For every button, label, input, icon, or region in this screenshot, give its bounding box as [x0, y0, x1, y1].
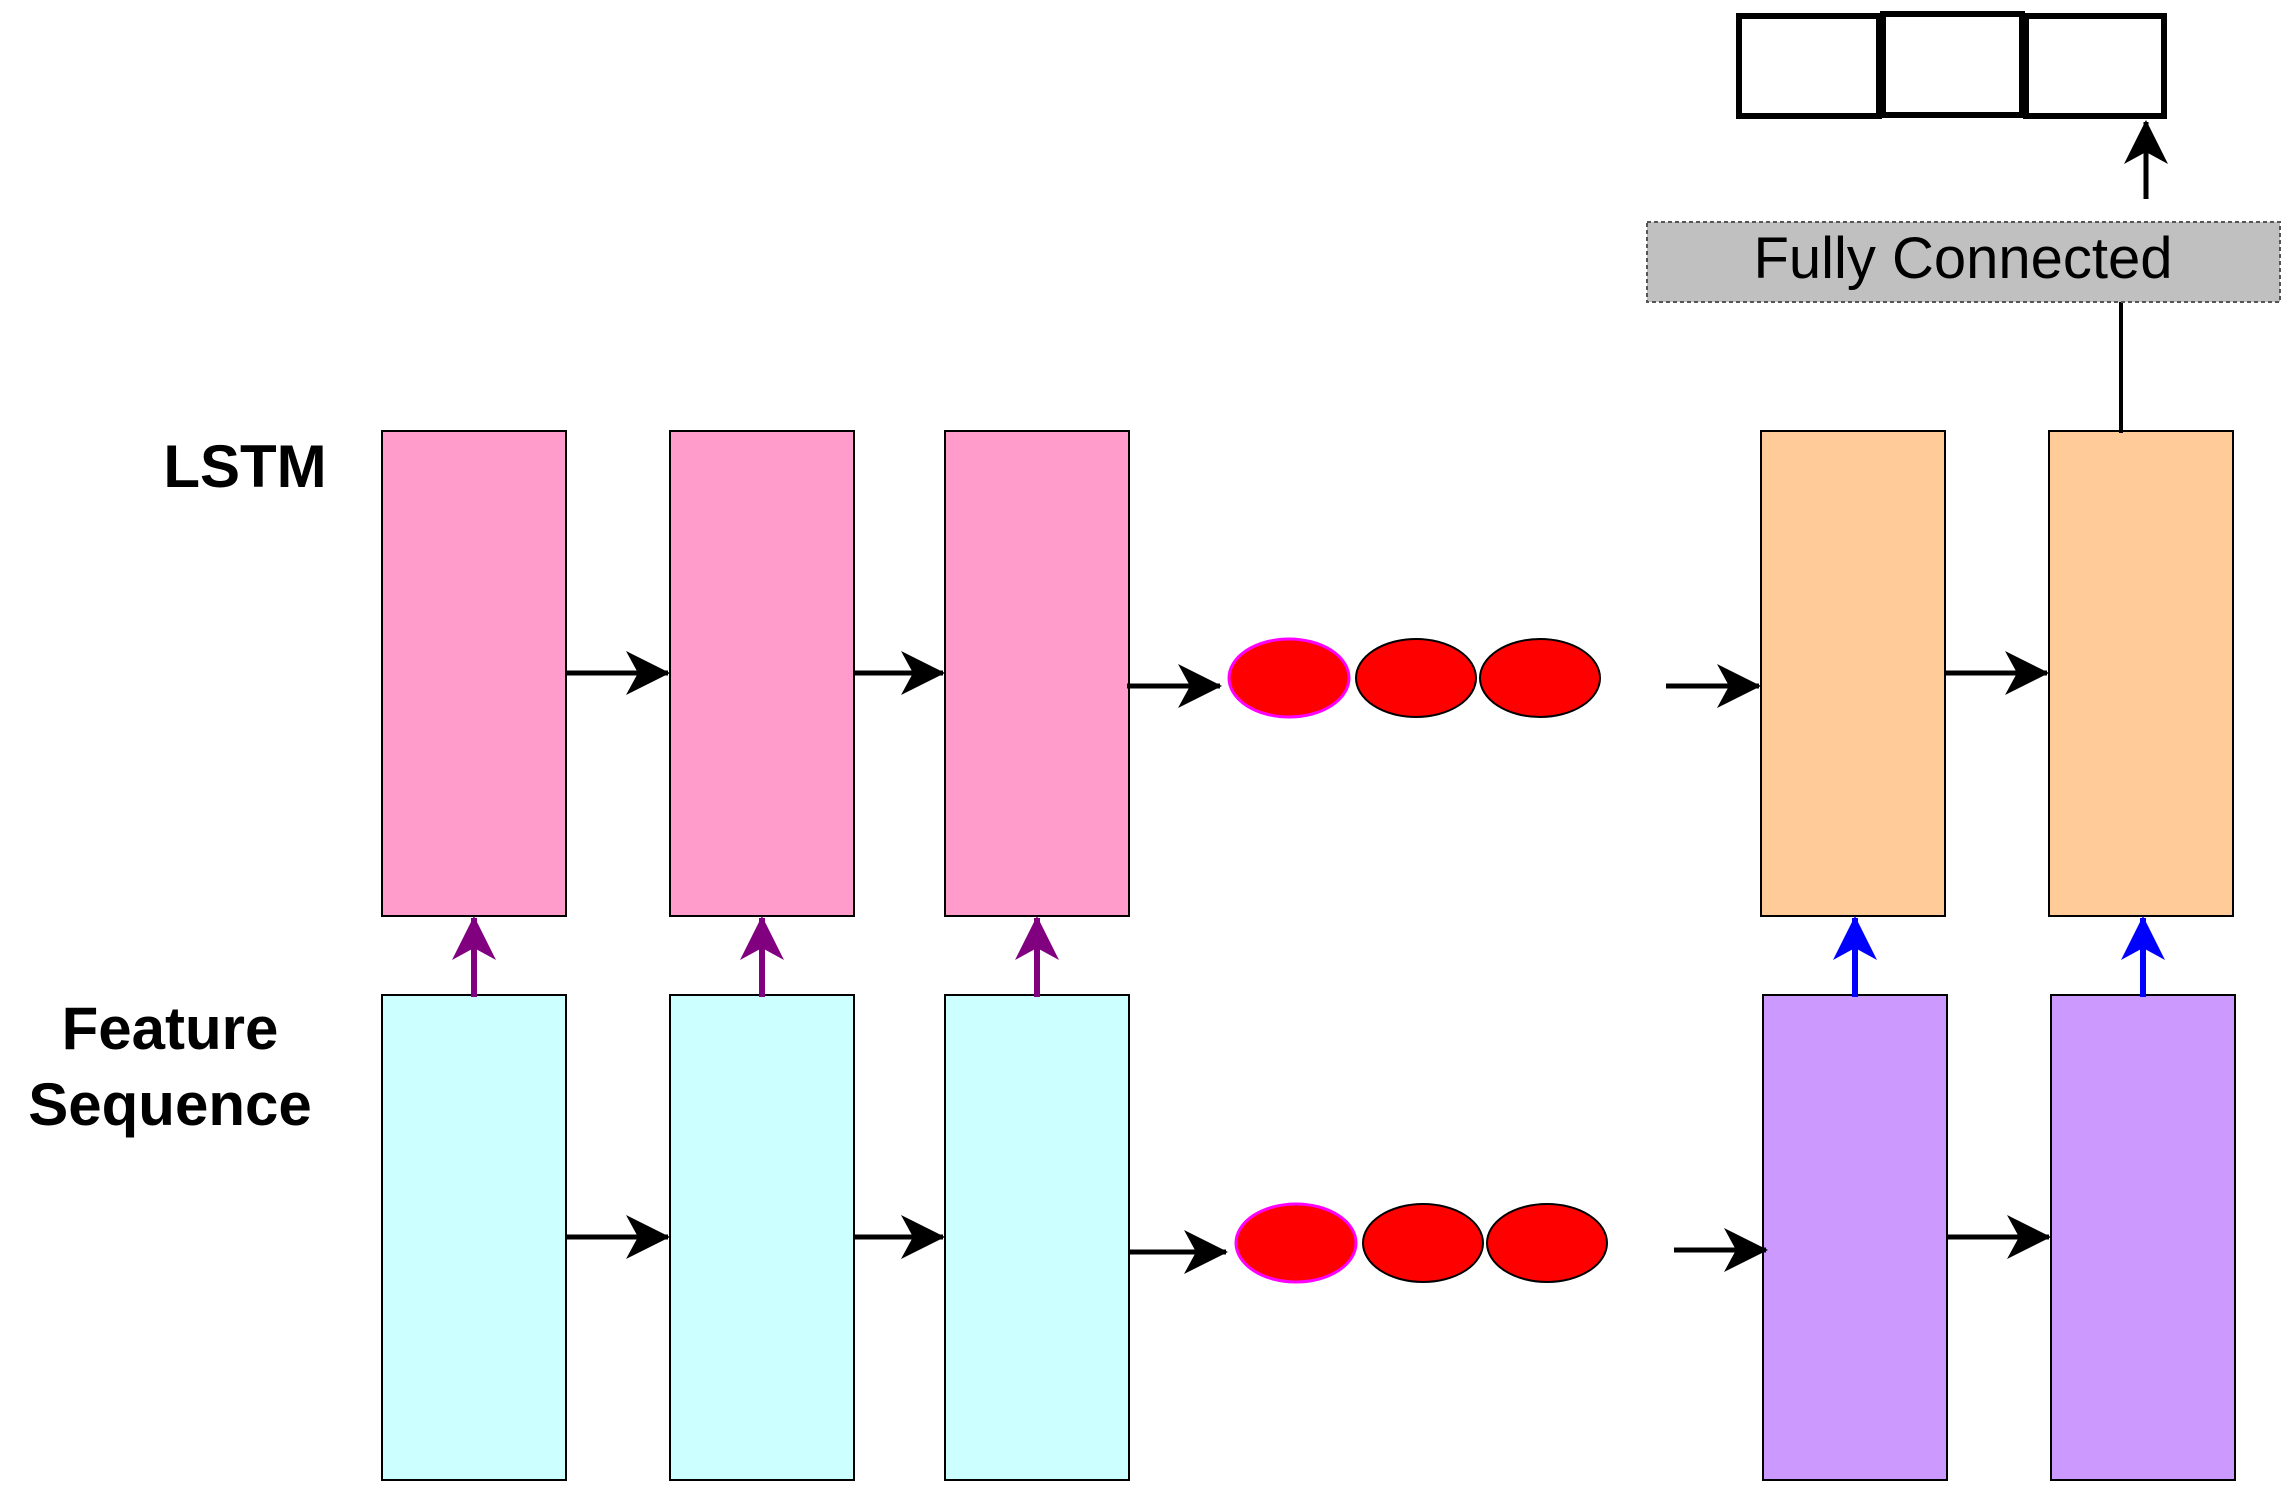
- output-cell: [1880, 11, 2025, 118]
- feature-label-line1: Feature: [62, 995, 279, 1062]
- lstm-cell-last: [1760, 430, 1946, 917]
- lstm-cell: [381, 430, 567, 917]
- lstm-cell: [669, 430, 855, 917]
- output-cell: [1736, 13, 1882, 119]
- lstm-label: LSTM: [163, 433, 326, 500]
- lstm-cell: [944, 430, 1130, 917]
- red-dot-icon: [1479, 638, 1601, 718]
- feature-cell-last: [2050, 994, 2236, 1481]
- feature-cell: [381, 994, 567, 1481]
- red-dot-icon: [1355, 638, 1477, 718]
- fully-connected-box: [1646, 221, 2281, 303]
- red-dot-icon: [1362, 1203, 1484, 1283]
- feature-cell: [669, 994, 855, 1481]
- feature-cell-last: [1762, 994, 1948, 1481]
- output-cell: [2023, 13, 2167, 119]
- feature-label-line2: Sequence: [28, 1071, 311, 1138]
- feature-cell: [944, 994, 1130, 1481]
- fully-connected-label: Fully Connected: [1753, 226, 2172, 291]
- red-dot-icon: [1227, 637, 1351, 719]
- lstm-cell-last: [2048, 430, 2234, 917]
- red-dot-icon: [1234, 1202, 1358, 1284]
- red-dot-icon: [1486, 1203, 1608, 1283]
